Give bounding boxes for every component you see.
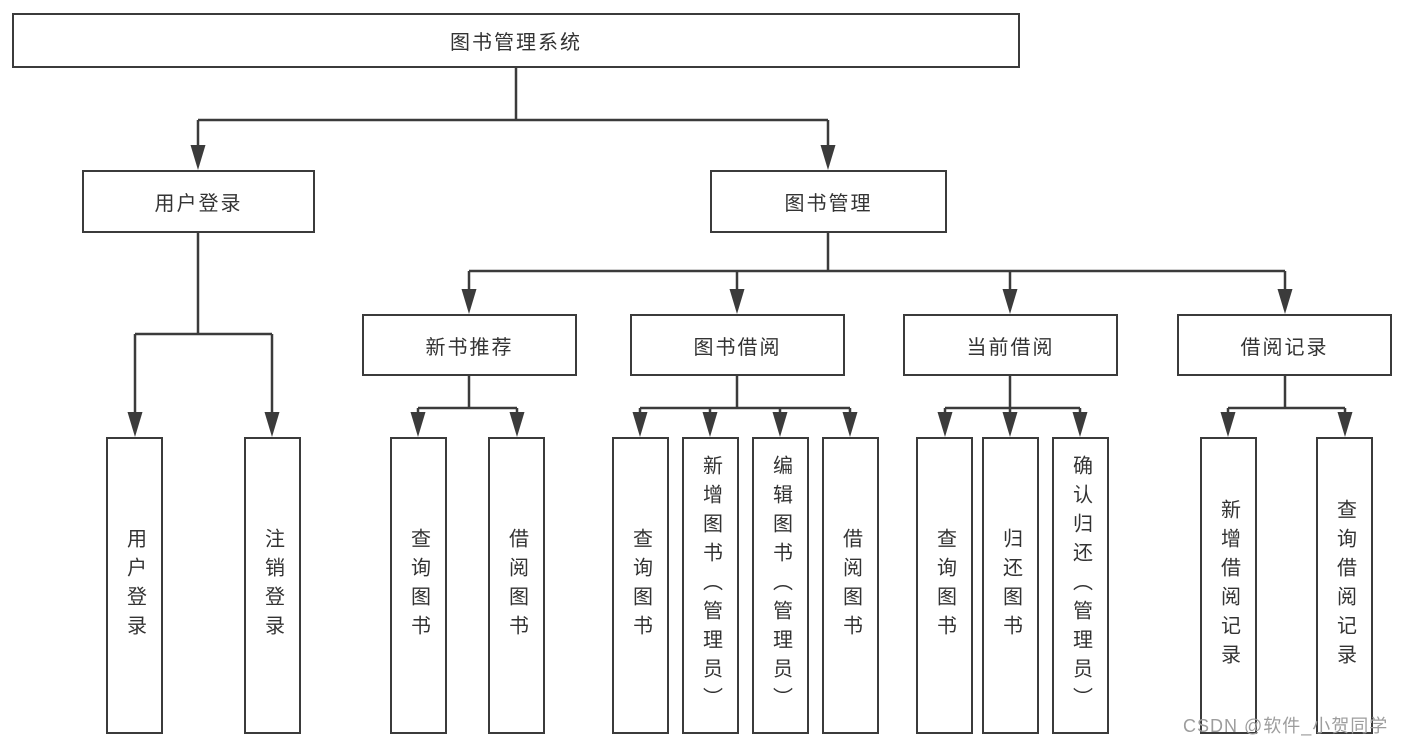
- leaf-add-borrow-record: 新增借阅记录: [1200, 437, 1257, 734]
- node-user-login: 用户登录: [82, 170, 315, 233]
- node-label: 用户登录: [154, 193, 243, 215]
- leaf-label: 归还图书: [999, 527, 1022, 644]
- node-borrowing-records: 借阅记录: [1177, 314, 1392, 376]
- leaf-label: 新增借阅记录: [1217, 498, 1240, 673]
- leaf-label: 用户登录: [123, 527, 146, 644]
- leaf-label: 查询借阅记录: [1333, 498, 1356, 673]
- leaf-confirm-return-admin: 确认归还（管理员）: [1052, 437, 1109, 734]
- leaf-logout: 注销登录: [244, 437, 301, 734]
- node-label: 图书管理系统: [450, 32, 582, 54]
- leaf-label: 确认归还（管理员）: [1069, 455, 1092, 716]
- leaf-borrow-books-recommend: 借阅图书: [488, 437, 545, 734]
- leaf-label: 注销登录: [261, 527, 284, 644]
- watermark-csdn: CSDN @软件_小贺同学: [1183, 716, 1389, 736]
- leaf-label: 借阅图书: [839, 527, 862, 644]
- node-book-management: 图书管理: [710, 170, 947, 233]
- leaf-borrow-books-borrowing: 借阅图书: [822, 437, 879, 734]
- node-library-management-system: 图书管理系统: [12, 13, 1020, 68]
- leaf-query-books-current: 查询图书: [916, 437, 973, 734]
- node-label: 新书推荐: [425, 336, 514, 359]
- leaf-return-books: 归还图书: [982, 437, 1039, 734]
- node-current-borrowing: 当前借阅: [903, 314, 1118, 376]
- leaf-edit-books-admin: 编辑图书（管理员）: [752, 437, 809, 734]
- leaf-query-borrow-record: 查询借阅记录: [1316, 437, 1373, 734]
- node-label: 图书借阅: [693, 336, 782, 359]
- leaf-add-books-admin: 新增图书（管理员）: [682, 437, 739, 734]
- leaf-label: 编辑图书（管理员）: [769, 455, 792, 716]
- leaf-label: 查询图书: [629, 527, 652, 644]
- leaf-label: 查询图书: [933, 527, 956, 644]
- node-label: 借阅记录: [1240, 336, 1329, 359]
- leaf-label: 查询图书: [407, 527, 430, 644]
- node-label: 图书管理: [784, 193, 873, 215]
- leaf-query-books-recommend: 查询图书: [390, 437, 447, 734]
- node-label: 当前借阅: [966, 336, 1055, 359]
- leaf-label: 新增图书（管理员）: [699, 455, 722, 716]
- leaf-query-books-borrowing: 查询图书: [612, 437, 669, 734]
- node-new-book-recommendation: 新书推荐: [362, 314, 577, 376]
- leaf-label: 借阅图书: [505, 527, 528, 644]
- leaf-user-login: 用户登录: [106, 437, 163, 734]
- node-book-borrowing: 图书借阅: [630, 314, 845, 376]
